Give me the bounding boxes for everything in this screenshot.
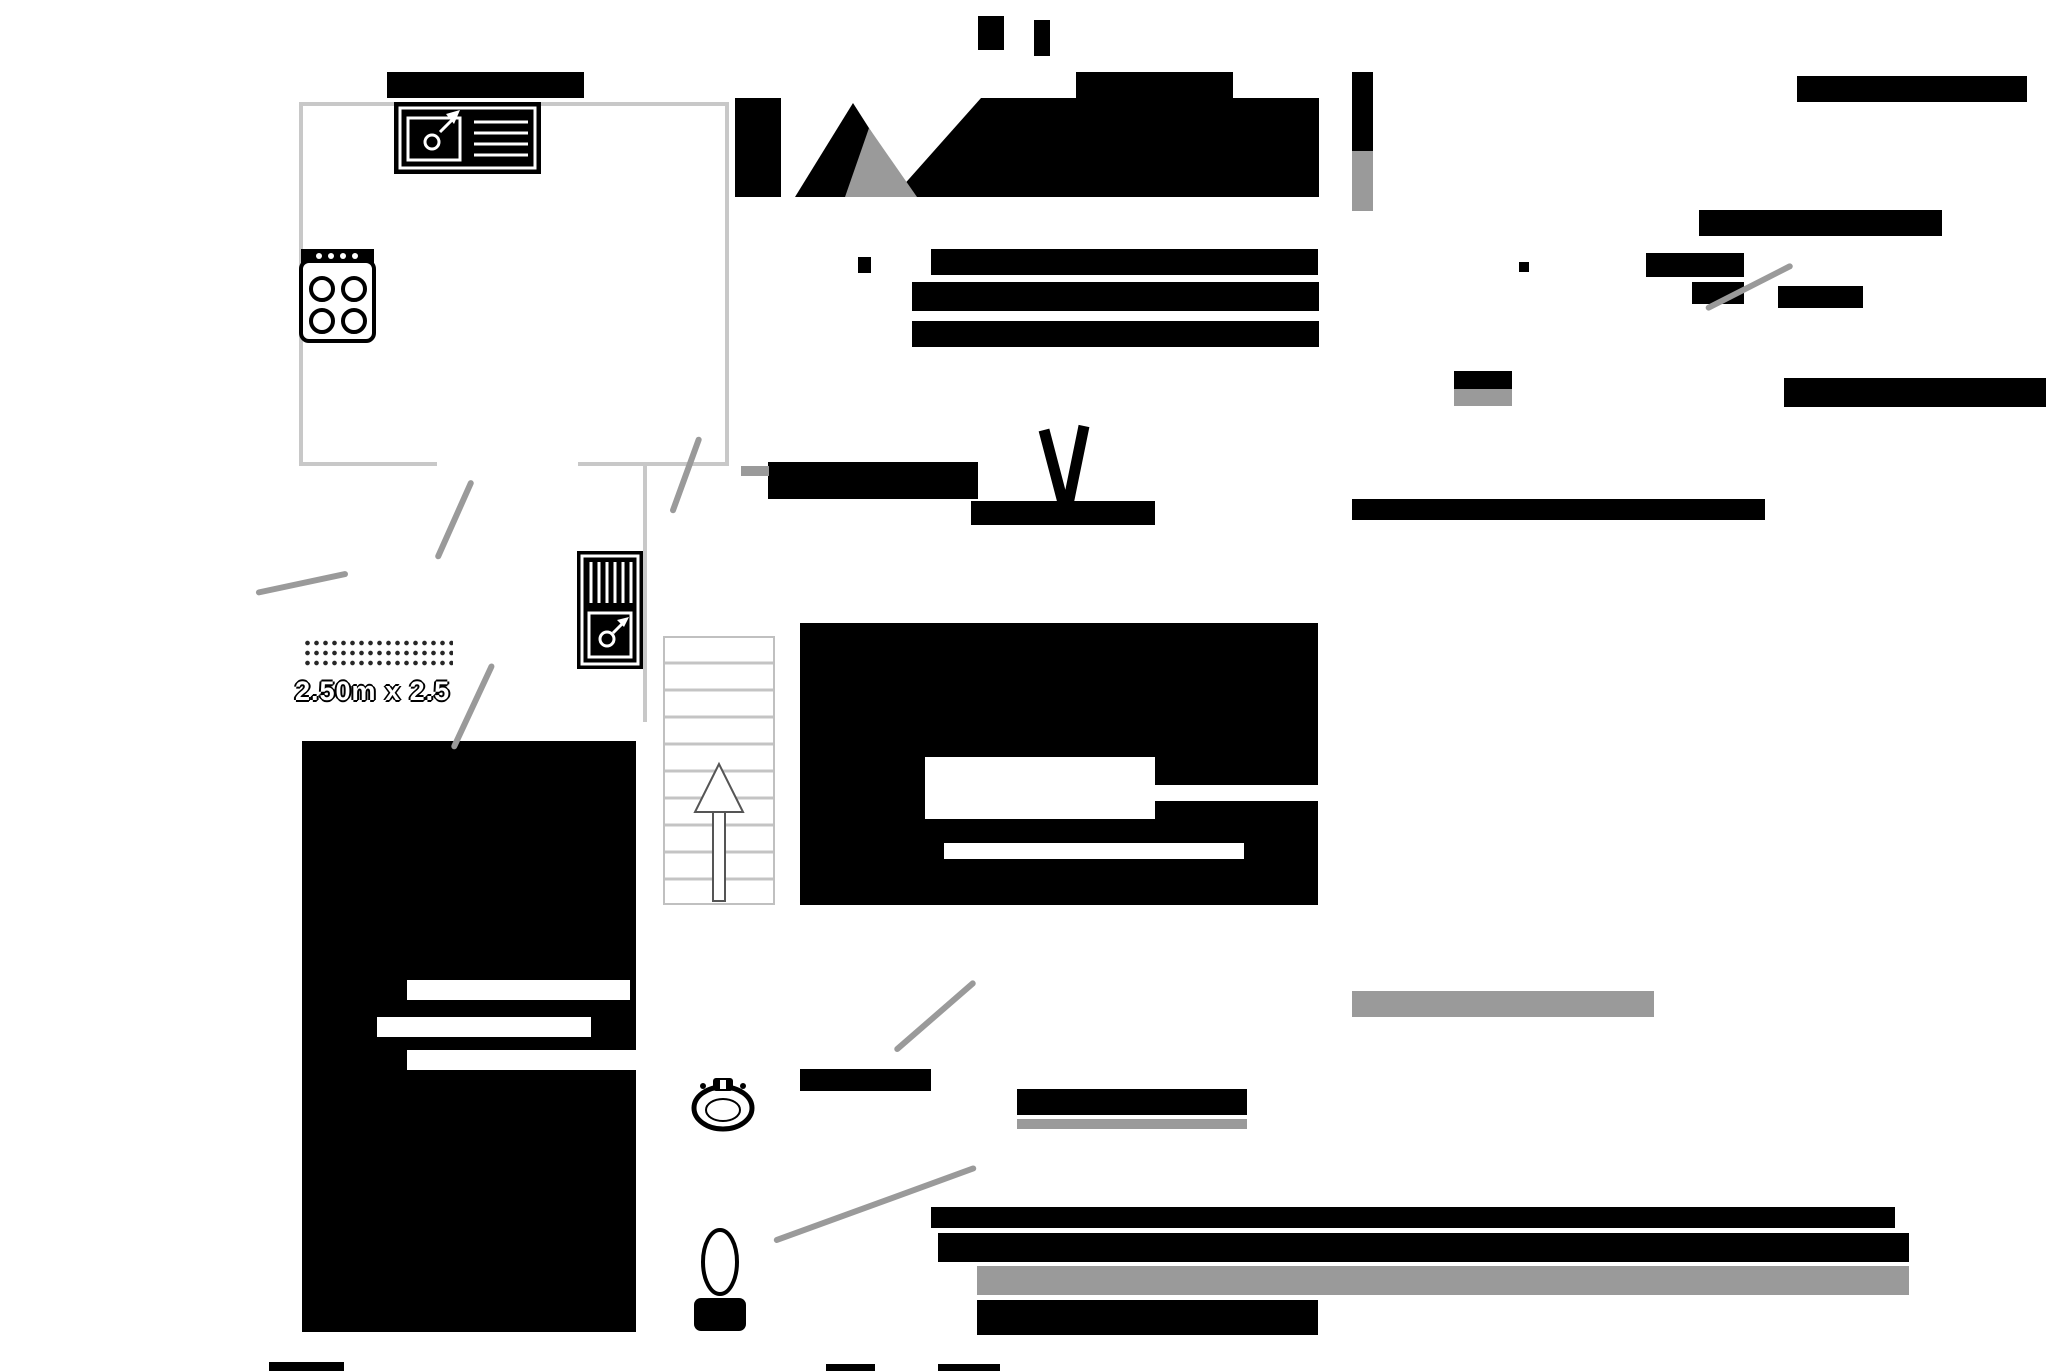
redacted-text-bar — [1699, 210, 1942, 236]
wall-bottom-right — [578, 462, 729, 466]
wall-bottom-left — [299, 462, 437, 466]
redacted-text-bar — [269, 1362, 344, 1371]
redacted-text-bar — [1076, 72, 1233, 98]
redacted-text-bar — [977, 1266, 1909, 1295]
illegible-text-line — [303, 638, 453, 670]
redacted-text-bar — [741, 466, 769, 476]
redacted-text-bar — [800, 1069, 931, 1091]
agency-logo — [735, 98, 1319, 197]
kitchen-sink-icon — [394, 102, 541, 174]
redacted-text-bar — [1778, 286, 1863, 308]
redacted-text-bar — [826, 1364, 875, 1371]
redacted-text-bar — [931, 249, 1318, 275]
redacted-mark — [1519, 262, 1529, 272]
redacted-mark — [858, 257, 871, 273]
inverted-text-bar — [377, 1017, 591, 1037]
redacted-text-bar — [912, 282, 1319, 311]
hob-icon — [299, 249, 376, 343]
staircase-icon — [663, 636, 775, 905]
inverted-text-bar — [407, 980, 630, 1000]
redacted-mark — [978, 16, 1004, 50]
redacted-mark — [1034, 20, 1050, 56]
up-arrow-icon — [693, 761, 745, 902]
toilet-icon — [694, 1228, 746, 1331]
room-dimensions-text: 2.50m x 2.5 — [295, 676, 451, 706]
leader-line — [893, 979, 977, 1054]
room-dimension-label: 2.50m x 2.5 — [295, 638, 485, 707]
leader-line — [772, 1164, 978, 1244]
v-arrow-mark — [1038, 424, 1090, 516]
wall-corridor — [643, 466, 647, 722]
redacted-box — [1454, 371, 1512, 389]
redacted-mark — [1352, 72, 1373, 151]
redacted-text-bar — [912, 321, 1319, 347]
redacted-title-bar — [387, 72, 584, 98]
side-sink-icon — [577, 551, 643, 669]
wash-basin-icon — [691, 1078, 755, 1132]
leader-line — [434, 479, 475, 561]
inverted-text-patch — [925, 757, 1155, 819]
redacted-text-bar — [938, 1233, 1909, 1262]
redacted-text-bar — [1017, 1089, 1247, 1115]
leader-line — [669, 435, 703, 515]
redacted-box — [1454, 389, 1512, 406]
redacted-text-bar — [1646, 253, 1744, 277]
redacted-text-bar — [938, 1364, 1000, 1371]
redacted-text-bar — [1797, 76, 2027, 102]
redacted-mark — [1352, 151, 1373, 211]
redacted-text-bar — [1352, 499, 1765, 520]
redacted-text-bar — [768, 462, 978, 499]
redacted-text-bar — [977, 1300, 1318, 1335]
wall-right — [725, 102, 729, 466]
inverted-text-bar — [1155, 785, 1318, 801]
redacted-text-bar — [1784, 378, 2046, 407]
leader-line — [255, 570, 349, 596]
redacted-text-bar — [1017, 1119, 1247, 1129]
redacted-text-bar — [1352, 991, 1654, 1017]
inverted-text-bar — [407, 1050, 639, 1070]
redacted-text-bar — [931, 1207, 1895, 1228]
inverted-text-bar — [944, 843, 1244, 859]
